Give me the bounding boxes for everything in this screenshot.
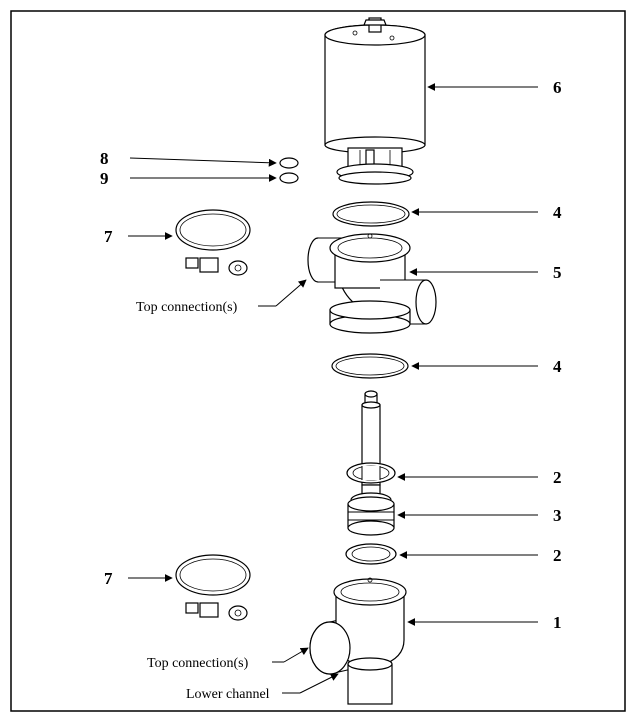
callout-2-upper: 2 [553, 468, 562, 487]
label-top-connection-lower: Top connection(s) [147, 656, 249, 671]
upper-valve-body [307, 233, 437, 334]
callout-2-lower: 2 [553, 546, 562, 565]
callout-9: 9 [100, 169, 109, 188]
lower-valve-body [309, 577, 407, 705]
bushing-ring-lower [345, 543, 397, 565]
callout-numbers: 6 8 9 4 7 5 4 2 3 2 7 1 [100, 78, 562, 632]
callout-8: 8 [100, 149, 109, 168]
callout-7-upper: 7 [104, 227, 113, 246]
actuator-part [324, 17, 426, 185]
bushing-ring-upper [346, 462, 396, 484]
seal-ring-upper [332, 201, 410, 227]
callout-3: 3 [553, 506, 562, 525]
callout-4-upper: 4 [553, 203, 562, 222]
label-lower-channel: Lower channel [186, 687, 270, 702]
callout-5: 5 [553, 263, 562, 282]
small-o-rings [279, 157, 299, 184]
clamp-upper [175, 209, 251, 276]
frame-border [10, 10, 626, 712]
callout-1: 1 [553, 613, 562, 632]
callout-6: 6 [553, 78, 562, 97]
clamp-lower [175, 554, 251, 621]
leader-lines [128, 83, 538, 694]
text-labels: Top connection(s) Top connection(s) Lowe… [136, 300, 270, 702]
seal-ring-lower [331, 353, 409, 379]
callout-4-lower: 4 [553, 357, 562, 376]
label-top-connection-upper: Top connection(s) [136, 300, 238, 315]
valve-plug [347, 484, 395, 536]
callout-7-lower: 7 [104, 569, 113, 588]
